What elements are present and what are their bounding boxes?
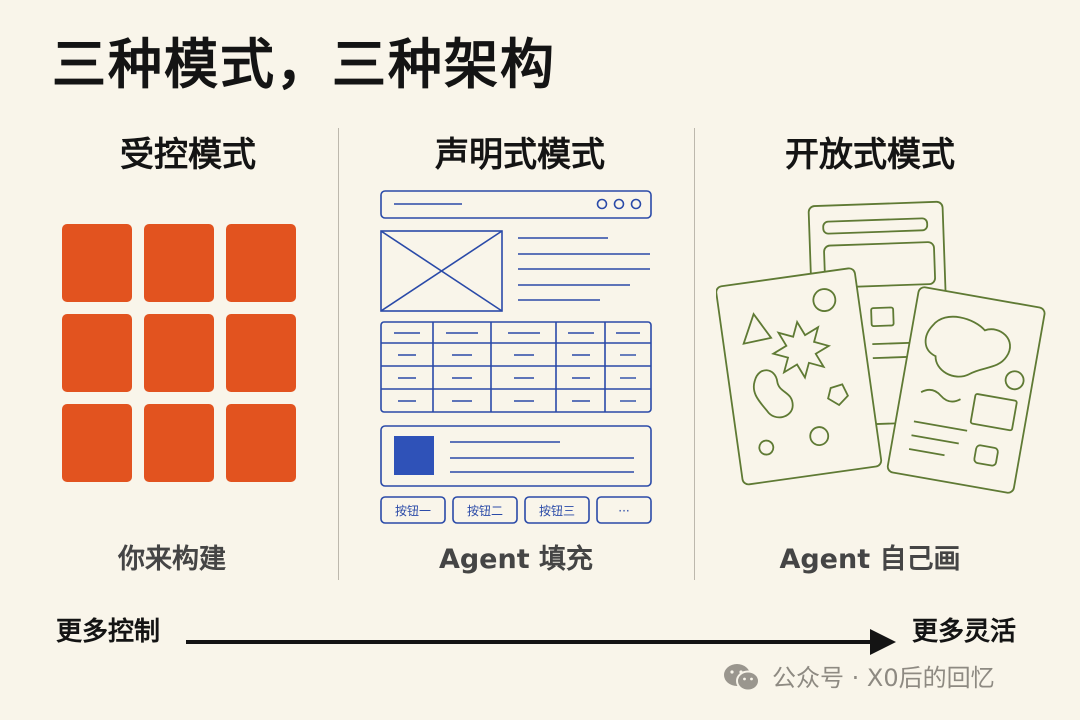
image-placeholder-icon: [380, 230, 503, 312]
column-divider: [338, 128, 339, 580]
left-sheet: [716, 267, 883, 486]
controlled-block-grid: [62, 224, 296, 482]
column-title-controlled: 受控模式: [120, 135, 256, 175]
right-sheet: [886, 286, 1046, 494]
star-burst-icon: [771, 319, 832, 380]
blob-icon: [924, 315, 1011, 378]
grid-block: [62, 404, 132, 482]
circle-icon: [1004, 370, 1025, 391]
wireframe-header-bar: [380, 190, 652, 219]
blob-icon: [752, 369, 794, 419]
column-caption-open: Agent 自己画: [779, 544, 961, 575]
wechat-icon: [724, 664, 760, 692]
scale-arrow-icon: [186, 629, 896, 655]
grid-block: [62, 314, 132, 392]
open-freeform-sheets: [716, 200, 1046, 494]
window-dot-icon: [630, 198, 642, 210]
grid-block: [144, 314, 214, 392]
pentagon-icon: [827, 383, 849, 407]
button-label: 按钮三: [539, 503, 575, 518]
wireframe-card: [380, 425, 652, 487]
watermark-text: 公众号 · X0后的回忆: [772, 664, 995, 692]
column-caption-declarative: Agent 填充: [438, 544, 594, 575]
watermark: 公众号 · X0后的回忆: [722, 660, 995, 696]
column-title-declarative: 声明式模式: [435, 135, 605, 175]
window-dot-icon: [613, 198, 625, 210]
column-divider: [694, 128, 695, 580]
grid-block: [62, 224, 132, 302]
grid-block: [226, 314, 296, 392]
button-label: 按钮一: [395, 503, 431, 518]
grid-block: [144, 224, 214, 302]
grid-block: [226, 224, 296, 302]
button-label: ···: [618, 504, 629, 518]
column-caption-controlled: 你来构建: [118, 544, 226, 575]
grid-block: [226, 404, 296, 482]
window-dot-icon: [596, 198, 608, 210]
triangle-icon: [742, 312, 773, 345]
declarative-wireframe: 按钮一 按钮二 按钮三 ···: [380, 190, 652, 524]
column-title-open: 开放式模式: [785, 135, 955, 175]
grid-block: [144, 404, 214, 482]
wireframe-button: [452, 496, 518, 524]
wireframe-button: [524, 496, 590, 524]
scale-left-label: 更多控制: [56, 617, 161, 647]
scale-right-label: 更多灵活: [912, 617, 1017, 647]
wireframe-button: [596, 496, 652, 524]
wireframe-button: [380, 496, 446, 524]
wireframe-table: [380, 321, 652, 413]
button-label: 按钮二: [467, 503, 503, 518]
card-thumbnail-icon: [394, 436, 434, 475]
circle-icon: [812, 288, 837, 312]
page-title: 三种模式，三种架构: [52, 33, 556, 96]
